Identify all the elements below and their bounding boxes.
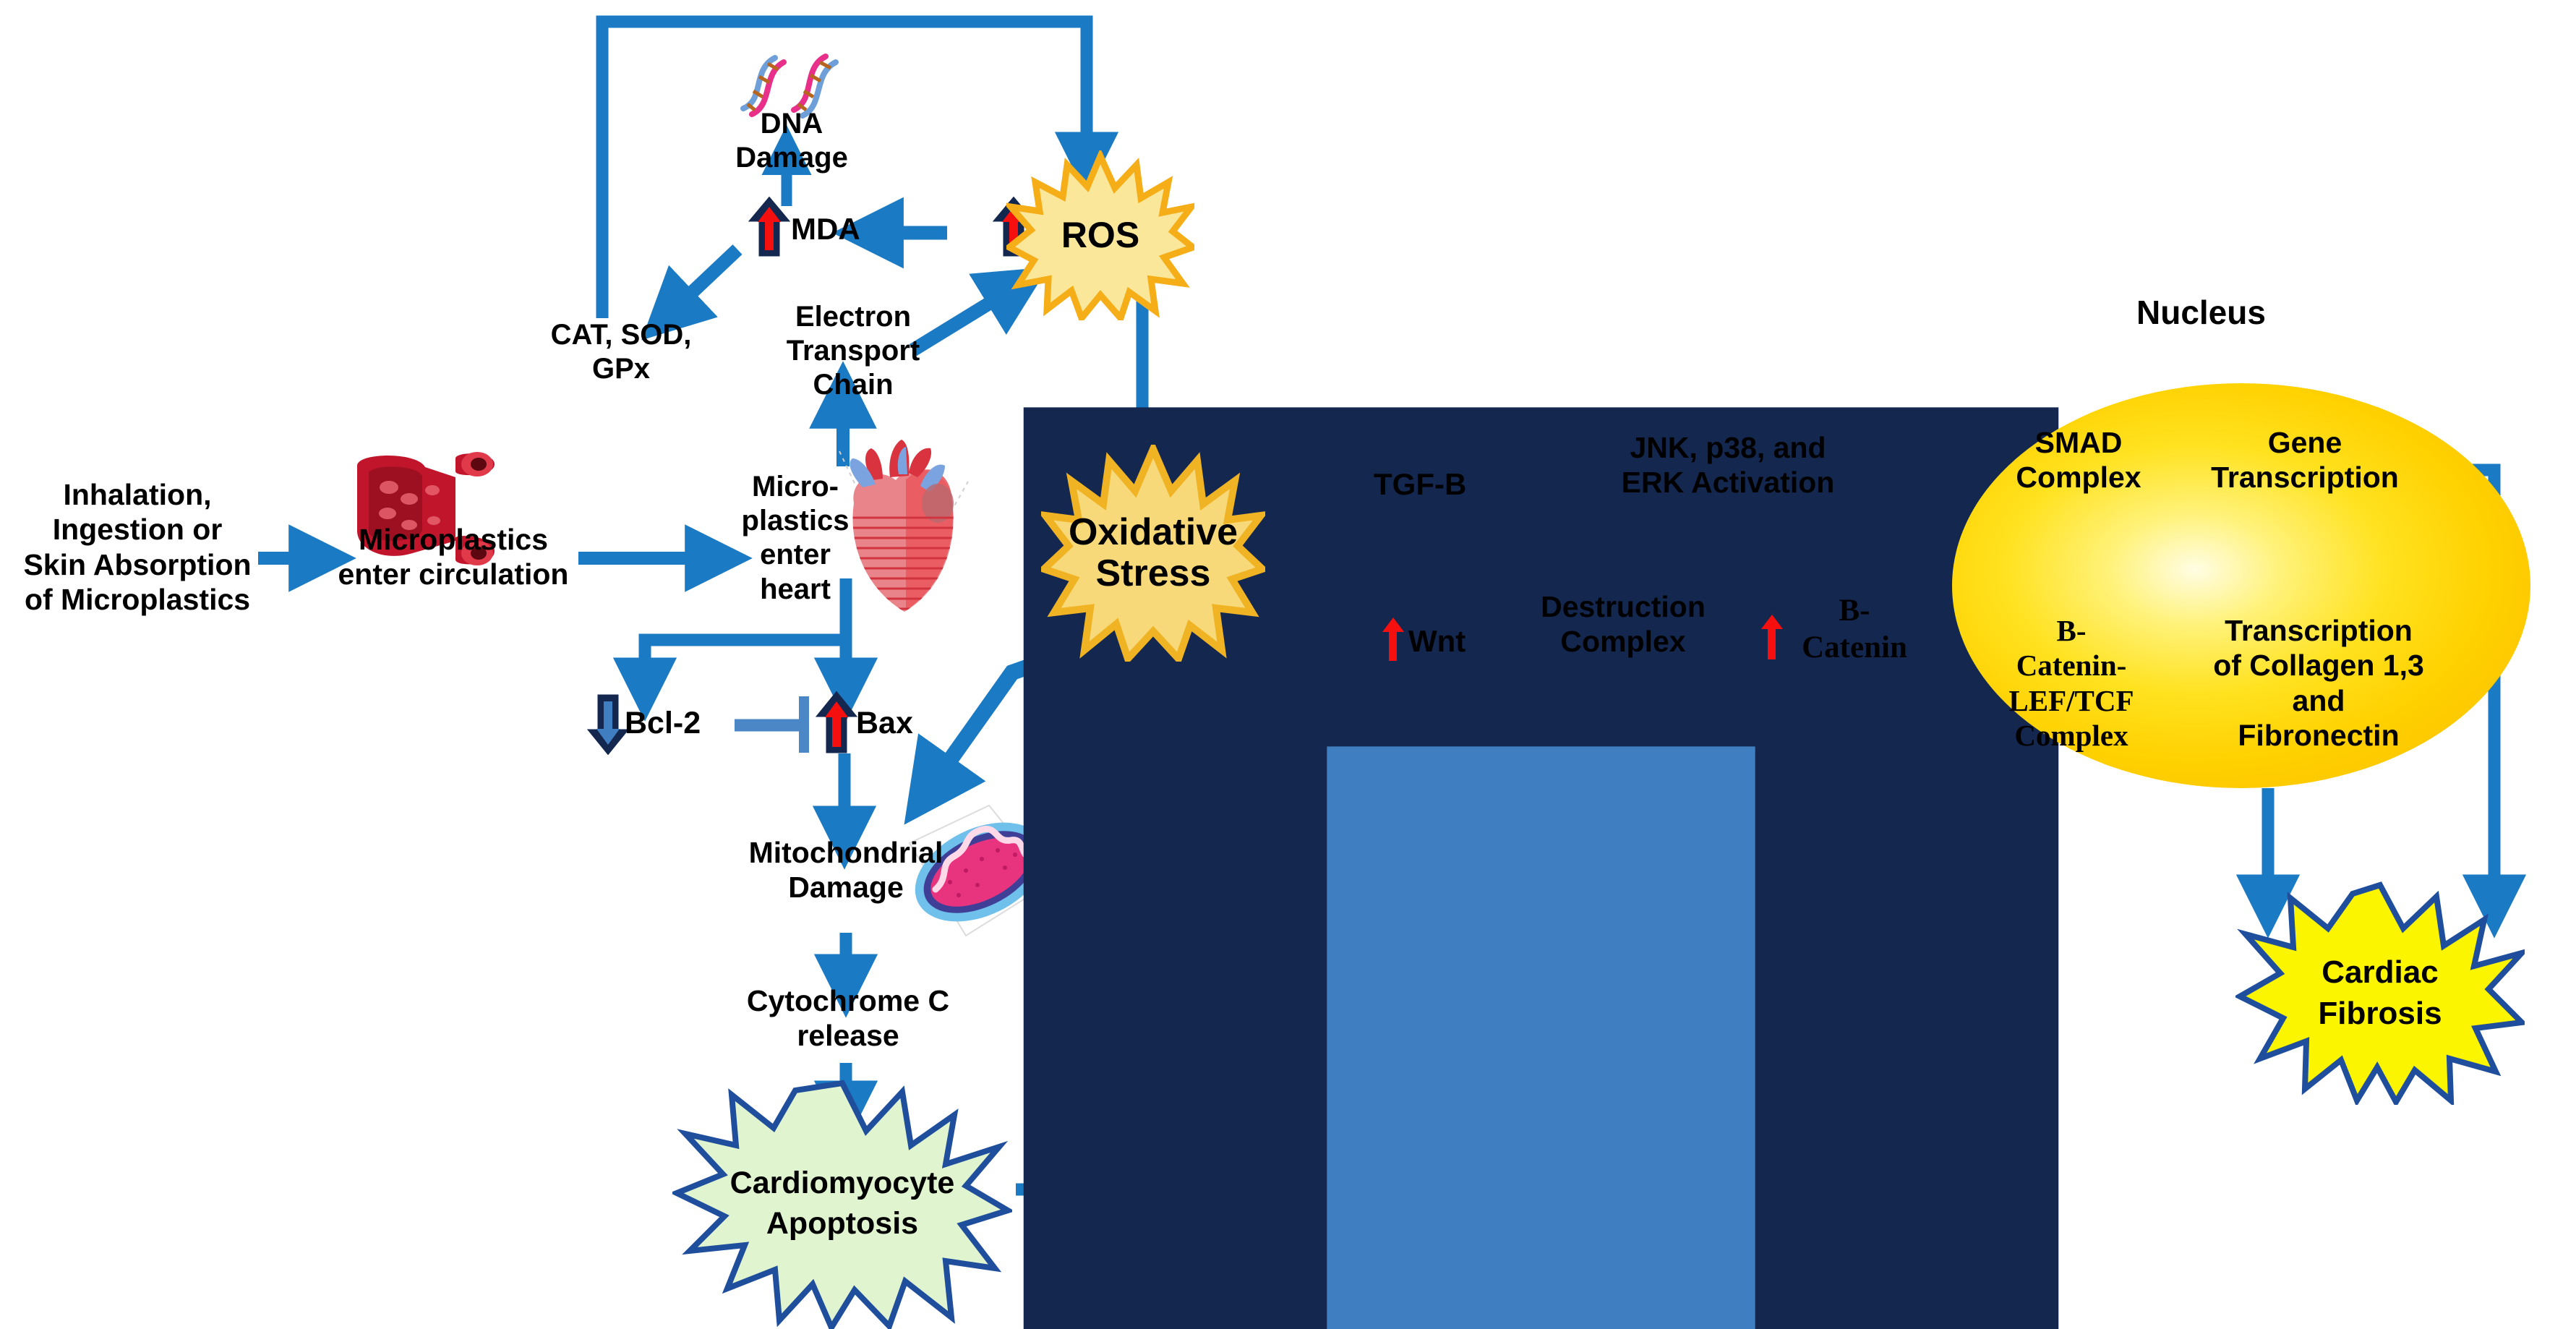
node-collagen-line-2: of Collagen 1,3	[2213, 649, 2424, 683]
node-gene-transcription: Gene Transcription	[2211, 425, 2399, 495]
edge-mda-antiox	[641, 244, 743, 341]
node-antioxidants-line-2: GPx	[591, 353, 651, 385]
node-exposure: Inhalation, Ingestion or Skin Absorption…	[14, 477, 260, 618]
node-bcat-lef-line-1: B-	[2056, 614, 2087, 647]
node-enter-heart-line-2: plastics	[741, 505, 850, 537]
node-antioxidants: CAT, SOD, GPx	[538, 318, 704, 386]
node-b-catenin-line-1: B-	[1839, 594, 1870, 628]
nucleus-shape	[1952, 383, 2530, 788]
node-circulation: Microplastics enter circulation	[327, 522, 580, 592]
node-destruction-complex-line-1: Destruction	[1541, 590, 1706, 623]
node-fibrosis-text: Cardiac Fibrosis	[2318, 952, 2442, 1034]
node-exposure-line-3: Skin Absorption	[23, 547, 252, 581]
ros-starburst-shape	[1006, 150, 1194, 320]
node-electron-transport-line-1: Electron	[795, 301, 912, 333]
bcl2-bax-inhibition-icon	[735, 696, 809, 753]
dna-helix-icon	[740, 54, 839, 119]
node-mda: MDA	[791, 212, 860, 246]
node-apoptosis: Cardiomyocyte Apoptosis	[672, 1079, 1012, 1329]
node-bcl2: Bcl-2	[625, 706, 701, 740]
node-jnk-line-1: JNK, p38, and	[1630, 431, 1826, 464]
node-fibrosis-line-2: Fibrosis	[2318, 996, 2442, 1031]
node-collagen: Transcription of Collagen 1,3 and Fibron…	[2199, 613, 2438, 753]
node-enter-heart-line-1: Micro-	[752, 471, 839, 503]
node-bcat-lef-line-3: LEF/TCF	[2008, 683, 2134, 717]
node-ros: ROS	[1006, 150, 1194, 320]
node-circulation-line-1: Microplastics	[358, 523, 549, 556]
heart-icon	[839, 440, 969, 612]
node-mito-damage-line-1: Mitochondrial	[748, 836, 943, 869]
nucleus-label: Nucleus	[2136, 294, 2266, 331]
node-oxidative-stress-text: Oxidative Stress	[1068, 510, 1238, 594]
node-exposure-line-4: of Microplastics	[24, 583, 251, 617]
apoptosis-starburst-shape	[672, 1080, 1012, 1329]
node-bcat-lef: B- Catenin- LEF/TCF Complex	[1981, 613, 2162, 753]
node-mito-damage-line-2: Damage	[788, 871, 904, 905]
node-apoptosis-text: Cardiomyocyte Apoptosis	[730, 1163, 955, 1244]
oxidative-stress-starburst-shape	[1041, 445, 1265, 662]
node-gene-transcription-line-1: Gene	[2267, 426, 2342, 459]
node-exposure-line-2: Ingestion or	[52, 513, 223, 547]
node-smad-line-2: Complex	[2016, 461, 2141, 495]
node-jnk-line-2: ERK Activation	[1621, 466, 1835, 500]
wnt-up-arrow-icon	[1374, 607, 1413, 667]
bcl2-down-arrow-icon	[587, 694, 629, 755]
node-antioxidants-line-1: CAT, SOD,	[550, 319, 692, 351]
node-bcat-lef-line-2: Catenin-	[2016, 649, 2127, 683]
node-collagen-line-4: Fibronectin	[2238, 719, 2400, 753]
node-electron-transport: Electron Transport Chain	[745, 300, 962, 403]
node-b-catenin: B- Catenin	[1789, 593, 1920, 666]
blood-vessel-icon	[353, 449, 499, 569]
node-enter-heart-line-3: enter heart	[760, 539, 831, 605]
node-fibrosis-line-1: Cardiac	[2322, 954, 2439, 990]
node-enter-heart: Micro- plastics enter heart	[723, 470, 868, 607]
node-fibrosis: Cardiac Fibrosis	[2235, 881, 2525, 1105]
node-tgfb: TGF-B	[1374, 467, 1467, 501]
node-smad: SMAD Complex	[1988, 425, 2169, 495]
node-oxidative-stress-line-2: Stress	[1095, 552, 1211, 594]
node-collagen-line-3: and	[2292, 683, 2345, 717]
node-bcat-lef-line-4: Complex	[2014, 719, 2128, 753]
node-collagen-line-1: Transcription	[2225, 614, 2413, 647]
fibrosis-starburst-shape	[2235, 881, 2525, 1105]
node-ros-label: ROS	[1061, 214, 1140, 255]
node-gene-transcription-line-2: Transcription	[2211, 461, 2399, 495]
node-oxidative-stress: Oxidative Stress	[1041, 445, 1265, 662]
node-destruction-complex: Destruction Complex	[1526, 589, 1721, 659]
node-destruction-complex-line-2: Complex	[1560, 625, 1686, 659]
bcatenin-up-arrow-icon	[1753, 604, 1792, 666]
node-oxidative-stress-line-1: Oxidative	[1068, 510, 1238, 553]
node-circulation-line-2: enter circulation	[338, 557, 569, 591]
node-apoptosis-line-2: Apoptosis	[766, 1206, 919, 1241]
node-electron-transport-line-2: Transport Chain	[786, 335, 920, 401]
bax-up-arrow-icon	[816, 691, 857, 753]
mda-up-arrow-icon	[748, 197, 790, 257]
node-smad-line-1: SMAD	[2034, 426, 2123, 459]
node-wnt: Wnt	[1408, 624, 1466, 658]
antioxidant-down-arrow-icon	[1023, 407, 2059, 1329]
node-dna-damage: DNA Damage	[735, 108, 848, 174]
node-cytochrome-c-line-1: Cytochrome C	[746, 984, 950, 1017]
node-jnk: JNK, p38, and ERK Activation	[1594, 430, 1862, 500]
node-cytochrome-c: Cytochrome C release	[729, 983, 967, 1054]
node-bax: Bax	[856, 706, 913, 740]
node-b-catenin-line-2: Catenin	[1802, 630, 1907, 664]
node-cytochrome-c-line-2: release	[797, 1019, 899, 1053]
node-mito-damage: Mitochondrial Damage	[730, 835, 962, 905]
mitochondrion-icon	[908, 804, 1053, 937]
node-apoptosis-line-1: Cardiomyocyte	[729, 1166, 955, 1201]
node-exposure-line-1: Inhalation,	[63, 478, 212, 511]
